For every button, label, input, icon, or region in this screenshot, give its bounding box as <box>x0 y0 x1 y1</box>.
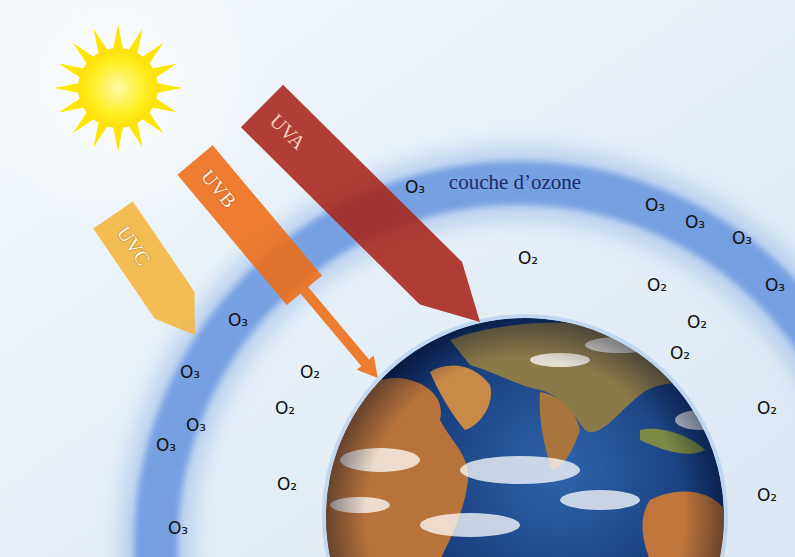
sun-glow <box>0 0 268 238</box>
molecule-label: O₂ <box>670 344 690 363</box>
earth <box>320 314 728 557</box>
molecule-label: O₂ <box>277 475 297 494</box>
molecule-label: O₂ <box>275 399 295 418</box>
sun <box>54 24 182 152</box>
atmosphere-rim <box>322 314 728 557</box>
molecule-label: O₃ <box>156 436 176 455</box>
molecule-label: O₂ <box>687 313 707 332</box>
earth-shade <box>326 318 724 557</box>
molecule-label: O₃ <box>645 196 665 215</box>
molecule-label: O₂ <box>647 276 667 295</box>
molecule-label: O₃ <box>228 311 248 330</box>
sun-disc <box>78 48 158 128</box>
molecule-label: O₃ <box>168 519 188 538</box>
molecule-label: O₃ <box>765 276 785 295</box>
layer-label: couche d’ozone <box>449 171 581 194</box>
arrow-body <box>241 85 501 344</box>
molecule-label: O₃ <box>180 363 200 382</box>
molecule-label: O₂ <box>300 363 320 382</box>
molecule-label: O₂ <box>518 249 538 268</box>
molecule-label: O₃ <box>405 178 425 197</box>
ocean <box>326 318 724 557</box>
molecule-label: O₃ <box>685 213 705 232</box>
molecule-label: O₃ <box>186 416 206 435</box>
arrow-body <box>93 201 215 348</box>
molecule-label: O₂ <box>757 399 777 418</box>
molecule-label: O₃ <box>732 229 752 248</box>
molecule-label: O₂ <box>757 486 777 505</box>
